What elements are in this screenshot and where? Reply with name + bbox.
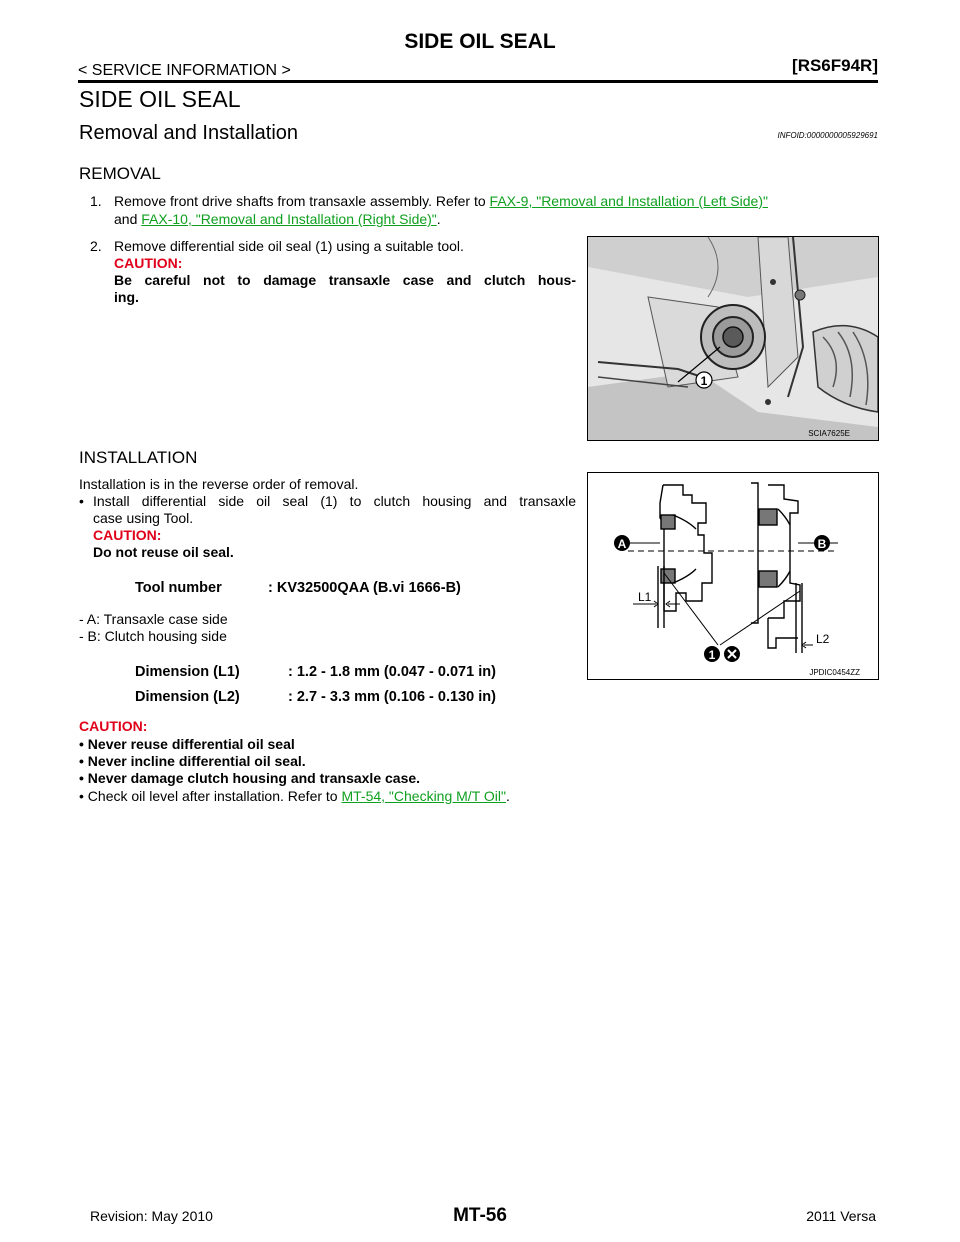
install-caution-text: Do not reuse oil seal. — [93, 544, 234, 560]
page-title: SIDE OIL SEAL — [79, 86, 241, 112]
step-1-text: Remove front drive shafts from transaxle… — [114, 193, 490, 209]
running-header-title: SIDE OIL SEAL — [404, 30, 556, 53]
removal-step-1-cont: and FAX-10, "Removal and Installation (R… — [114, 211, 441, 227]
step-1-end: . — [436, 211, 441, 227]
check-oil-end: . — [505, 788, 510, 804]
final-caution-label: CAUTION: — [79, 718, 148, 734]
install-bullet-line-2: case using Tool. — [93, 510, 194, 526]
install-bullet-line-1: Install differential side oil seal (1) t… — [93, 493, 576, 509]
figure-code: JPDIC0454ZZ — [809, 668, 860, 677]
dimension-l1-value: : 1.2 - 1.8 mm (0.047 - 0.071 in) — [288, 664, 496, 680]
final-caution-1: • Never reuse differential oil seal — [79, 736, 295, 752]
dimension-l2-label: Dimension (L2) — [135, 689, 240, 705]
install-caution-label: CAUTION: — [93, 527, 162, 543]
fax-10-link[interactable]: FAX-10, "Removal and Installation (Right… — [141, 211, 437, 227]
removal-step-2: Remove differential side oil seal (1) us… — [114, 238, 464, 254]
installation-intro: Installation is in the reverse order of … — [79, 476, 359, 492]
final-caution-3: • Never damage clutch housing and transa… — [79, 770, 421, 786]
caution-label: CAUTION: — [114, 255, 183, 271]
final-caution-2: • Never incline differential oil seal. — [79, 753, 306, 769]
figure-code: SCIA7625E — [808, 429, 850, 438]
caution-text-line-2: ing. — [114, 289, 139, 305]
removal-step-1: Remove front drive shafts from transaxle… — [114, 193, 884, 209]
page-number: MT-56 — [453, 1205, 507, 1226]
label-l2: L2 — [816, 632, 830, 646]
model-code: [RS6F94R] — [792, 56, 878, 75]
removal-heading: REMOVAL — [79, 164, 161, 183]
figure-callout-1: 1 — [701, 374, 708, 388]
removal-figure: 1 SCIA7625E — [587, 236, 879, 441]
removal-step-number: 1. — [90, 193, 102, 209]
label-a: A — [618, 537, 627, 551]
header-rule — [78, 80, 878, 83]
note-a: - A: Transaxle case side — [79, 611, 228, 627]
installation-figure: A B L1 L2 1 JPDIC0454ZZ — [587, 472, 879, 680]
note-b: - B: Clutch housing side — [79, 628, 227, 644]
transaxle-photo-illustration: 1 SCIA7625E — [588, 236, 879, 440]
tool-number-value: : KV32500QAA (B.vi 1666-B) — [268, 580, 461, 596]
label-b: B — [818, 537, 827, 551]
subtitle: Removal and Installation — [79, 122, 299, 144]
section-label: < SERVICE INFORMATION > — [78, 62, 291, 79]
dimension-l1-label: Dimension (L1) — [135, 664, 240, 680]
installation-heading: INSTALLATION — [79, 448, 198, 467]
caution-text-line-1: Be careful not to damage transaxle case … — [114, 272, 576, 288]
fax-9-link[interactable]: FAX-9, "Removal and Installation (Left S… — [489, 193, 768, 209]
revision-date: Revision: May 2010 — [90, 1208, 213, 1224]
label-l1: L1 — [638, 590, 652, 604]
removal-step-number: 2. — [90, 238, 102, 254]
edition: 2011 Versa — [806, 1208, 876, 1224]
callout-1: 1 — [709, 648, 716, 662]
step-1-and: and — [114, 211, 142, 227]
seal-installation-diagram: A B L1 L2 1 JPDIC0454ZZ — [614, 482, 860, 677]
info-id: INFOID:0000000005929691 — [777, 131, 878, 140]
check-oil-text: • Check oil level after installation. Re… — [79, 788, 342, 804]
tool-number-label: Tool number — [135, 580, 222, 596]
check-oil-line: • Check oil level after installation. Re… — [79, 788, 510, 804]
mt-54-link[interactable]: MT-54, "Checking M/T Oil" — [341, 788, 506, 804]
bullet-marker: • — [79, 493, 84, 509]
dimension-l2-value: : 2.7 - 3.3 mm (0.106 - 0.130 in) — [288, 689, 496, 705]
